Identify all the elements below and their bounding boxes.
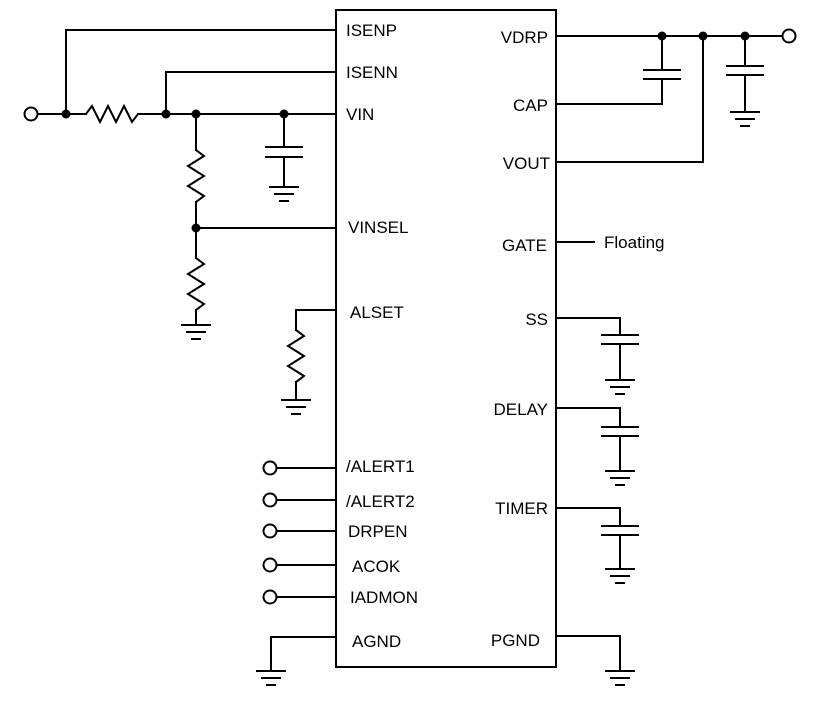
pin-label-alert1: /ALERT1 [346, 457, 415, 476]
pin-label-drpen: DRPEN [348, 522, 408, 541]
pin-label-pgnd: PGND [491, 631, 540, 650]
alert1-terminal [262, 460, 278, 476]
pin-label-cap: CAP [513, 96, 548, 115]
agnd-ground [256, 636, 337, 686]
pin-label-acok: ACOK [352, 557, 401, 576]
iadmon-terminal [262, 589, 278, 605]
drpen-terminal [262, 523, 278, 539]
pin-label-vout: VOUT [503, 154, 550, 173]
acok-terminal [262, 557, 278, 573]
alset-resistor [281, 309, 337, 415]
pin-label-ss: SS [525, 310, 548, 329]
pin-label-timer: TIMER [495, 499, 548, 518]
ic-body [335, 9, 557, 668]
pin-label-isenn: ISENN [346, 63, 398, 82]
pin-label-vdrp: VDRP [501, 28, 548, 47]
pin-label-agnd: AGND [352, 632, 401, 651]
ss-capacitor [555, 317, 639, 395]
pin-label-alset: ALSET [350, 303, 404, 322]
pin-label-isenp: ISENP [346, 21, 397, 40]
vin-input-terminal [23, 106, 39, 122]
pin-label-delay: DELAY [494, 400, 549, 419]
delay-capacitor [555, 407, 639, 486]
pgnd-ground [555, 635, 635, 686]
vout-output-terminal [781, 28, 797, 44]
gate-floating-note: Floating [604, 233, 664, 252]
output-network [555, 31, 783, 163]
alert2-terminal [262, 492, 278, 508]
pin-label-gate: GATE [502, 236, 547, 255]
pin-label-vin: VIN [346, 105, 374, 124]
input-network [37, 29, 337, 340]
pin-label-alert2: /ALERT2 [346, 492, 415, 511]
pin-label-vinsel: VINSEL [348, 218, 408, 237]
signal-terminals [276, 467, 337, 598]
timer-capacitor [555, 507, 639, 584]
pin-label-iadmon: IADMON [350, 588, 418, 607]
